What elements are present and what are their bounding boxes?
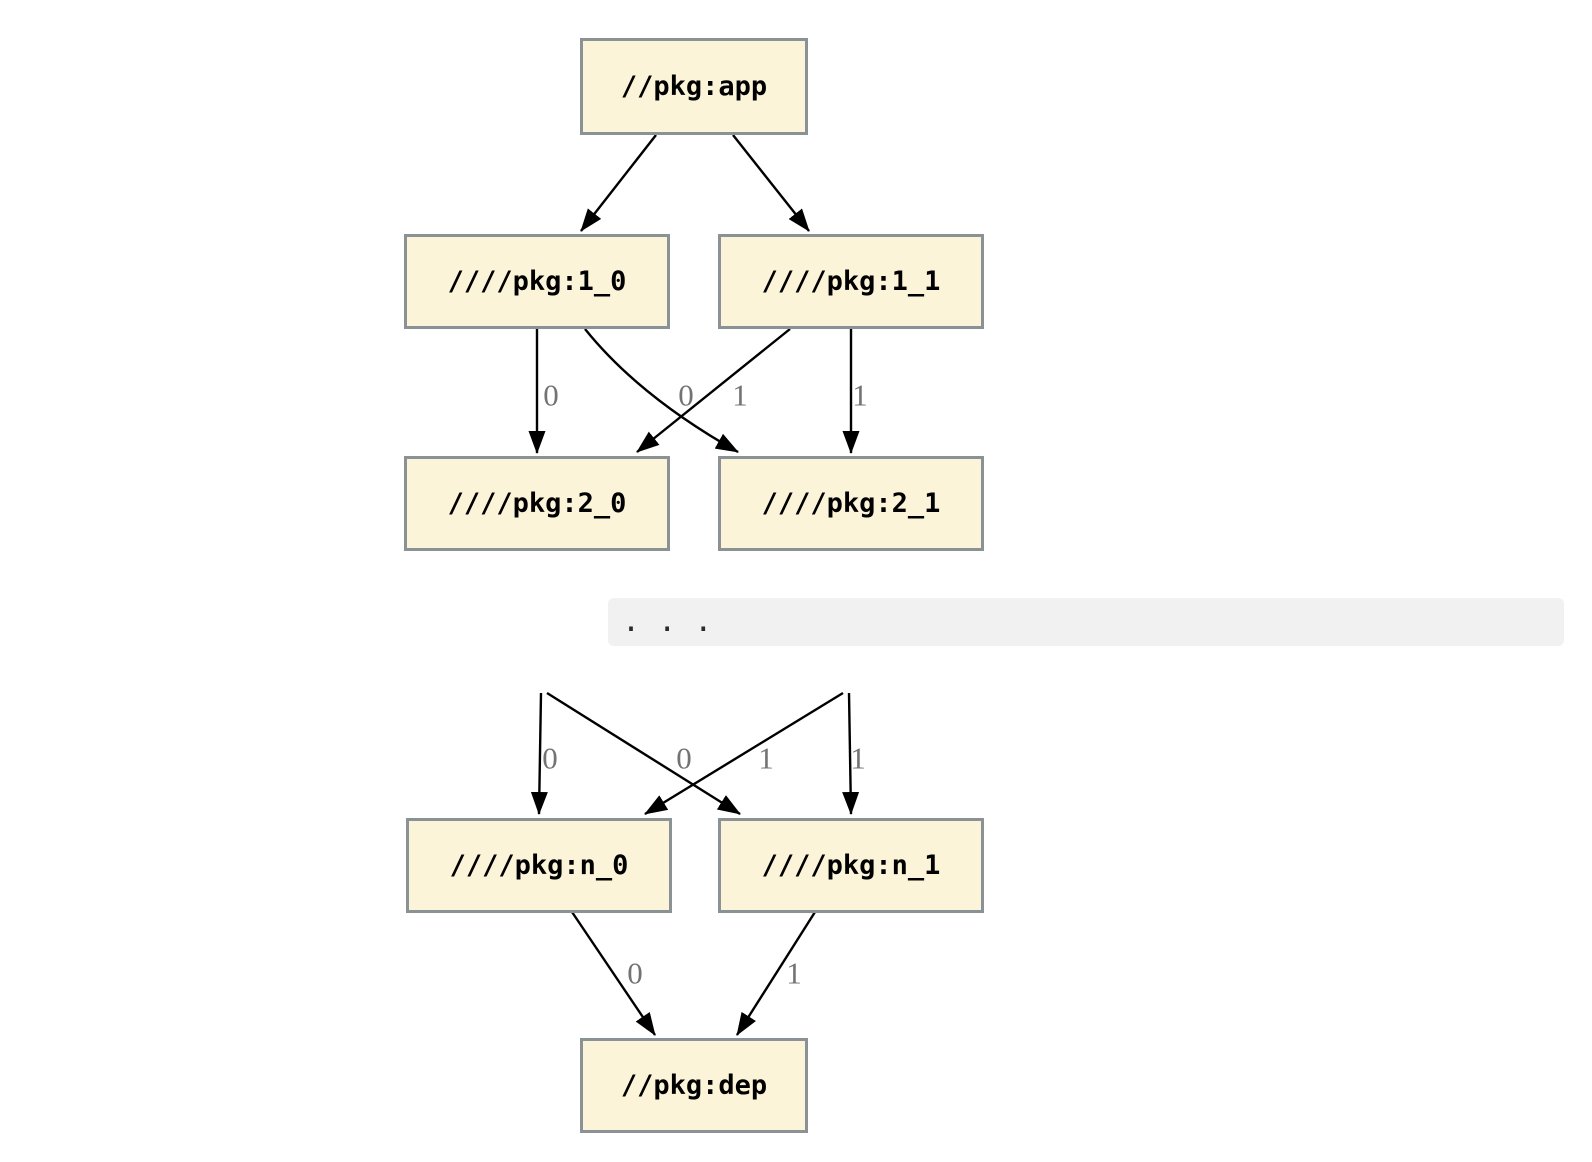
node-pkg-n_1: ////pkg:n_1 bbox=[718, 818, 984, 913]
ellipsis-text: . . . bbox=[622, 604, 713, 639]
node-label: ////pkg:1_1 bbox=[761, 266, 941, 297]
node-pkg-1_1: ////pkg:1_1 bbox=[718, 234, 984, 329]
edge-label: 0 bbox=[542, 740, 558, 776]
node-pkg-dep: //pkg:dep bbox=[580, 1038, 808, 1133]
edge-label: 0 bbox=[543, 377, 559, 413]
node-label: //pkg:app bbox=[620, 71, 768, 102]
edge-1_0-to-2_1 bbox=[584, 328, 739, 454]
node-pkg-n_0: ////pkg:n_0 bbox=[406, 818, 672, 913]
edge-hidden0-to-n_1 bbox=[546, 691, 741, 816]
node-label: ////pkg:2_0 bbox=[447, 488, 627, 519]
edge-label: 1 bbox=[732, 377, 748, 413]
node-pkg-2_1: ////pkg:2_1 bbox=[718, 456, 984, 551]
edge-label: 0 bbox=[627, 955, 643, 991]
edge-app-to-1_1 bbox=[732, 134, 810, 232]
edge-n_1-to-dep bbox=[735, 911, 817, 1036]
node-pkg-2_0: ////pkg:2_0 bbox=[404, 456, 670, 551]
node-label: ////pkg:n_1 bbox=[761, 850, 941, 881]
node-pkg-app: //pkg:app bbox=[580, 38, 808, 135]
edge-label: 1 bbox=[786, 955, 802, 991]
edge-hidden1-to-n_0 bbox=[644, 691, 844, 816]
edge-label: 0 bbox=[676, 740, 692, 776]
edge-label: 1 bbox=[758, 740, 774, 776]
edge-app-to-1_0 bbox=[580, 134, 657, 232]
edge-1_1-to-2_0 bbox=[636, 328, 791, 453]
node-label: ////pkg:1_0 bbox=[447, 266, 627, 297]
edge-label: 1 bbox=[850, 740, 866, 776]
edge-hidden0-to-n_0 bbox=[530, 692, 548, 815]
edge-label: 1 bbox=[852, 377, 868, 413]
truncation-ellipsis-band: . . . bbox=[608, 598, 1564, 646]
node-label: //pkg:dep bbox=[620, 1070, 768, 1101]
node-label: ////pkg:2_1 bbox=[761, 488, 941, 519]
node-pkg-1_0: ////pkg:1_0 bbox=[404, 234, 670, 329]
node-label: ////pkg:n_0 bbox=[449, 850, 629, 881]
edge-label: 0 bbox=[678, 377, 694, 413]
